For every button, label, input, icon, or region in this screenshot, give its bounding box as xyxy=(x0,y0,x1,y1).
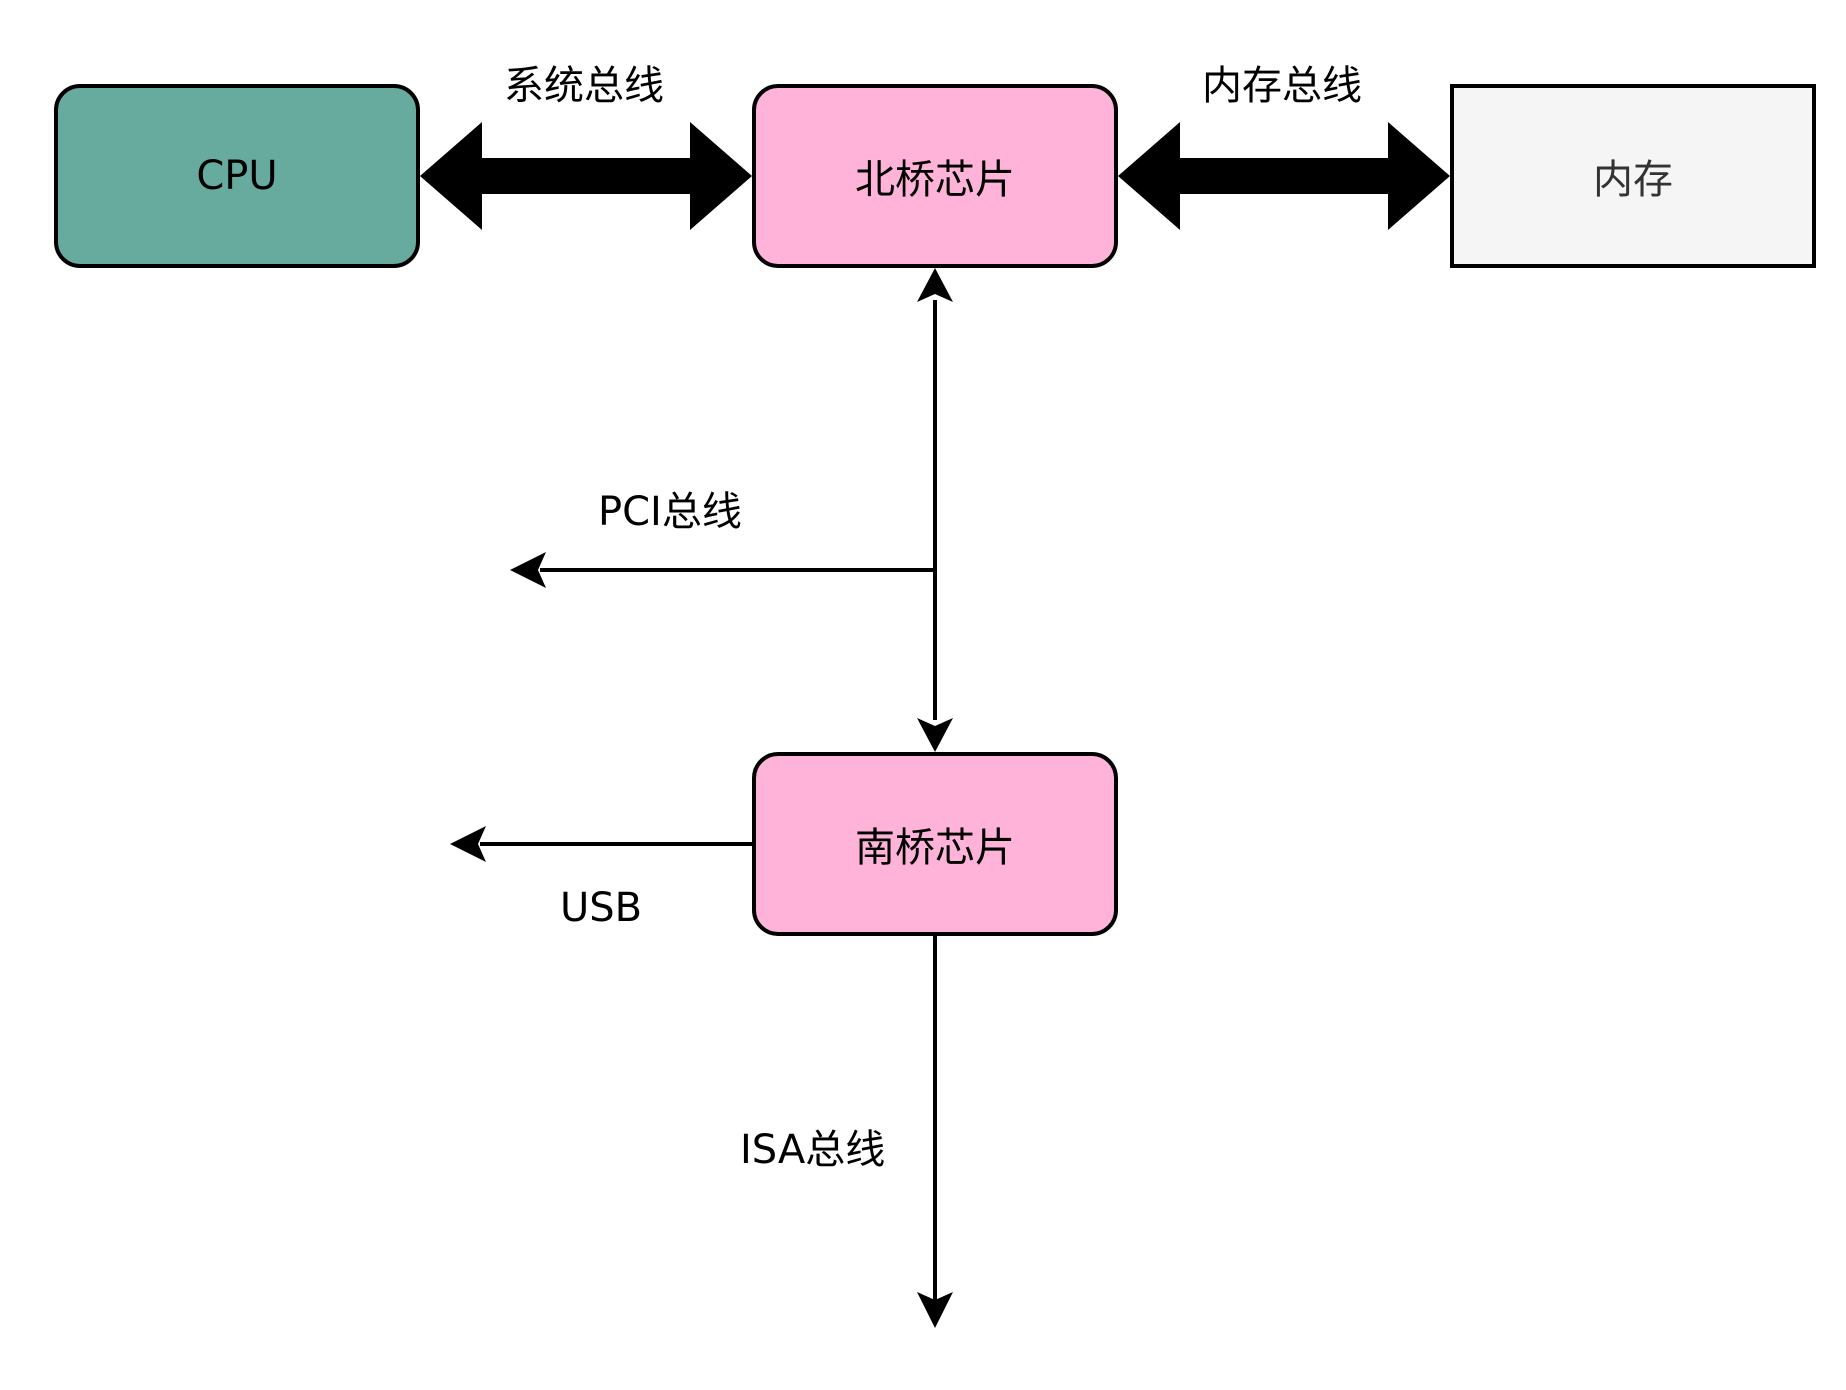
memory-label: 内存 xyxy=(1593,157,1673,203)
usb-label: USB xyxy=(560,885,643,931)
system-bus-label: 系统总线 xyxy=(504,63,664,109)
northbridge-label: 北桥芯片 xyxy=(855,157,1015,203)
memory-bus-arrow xyxy=(1118,122,1450,230)
isa-bus-label: ISA总线 xyxy=(740,1127,886,1173)
memory-bus-label: 内存总线 xyxy=(1202,63,1362,109)
pci-bus-arrowhead xyxy=(510,552,546,588)
cpu-node: CPU xyxy=(54,84,420,268)
pci-bus-label: PCI总线 xyxy=(598,489,742,535)
memory-node: 内存 xyxy=(1450,84,1816,268)
nb-up-arrowhead xyxy=(917,268,953,302)
southbridge-label: 南桥芯片 xyxy=(855,825,1015,871)
usb-arrowhead xyxy=(450,826,486,862)
sb-down-arrowhead xyxy=(917,718,953,752)
system-bus-arrow xyxy=(420,122,752,230)
cpu-label: CPU xyxy=(196,153,278,199)
isa-bus-arrowhead xyxy=(917,1292,953,1328)
southbridge-node: 南桥芯片 xyxy=(752,752,1118,936)
northbridge-node: 北桥芯片 xyxy=(752,84,1118,268)
